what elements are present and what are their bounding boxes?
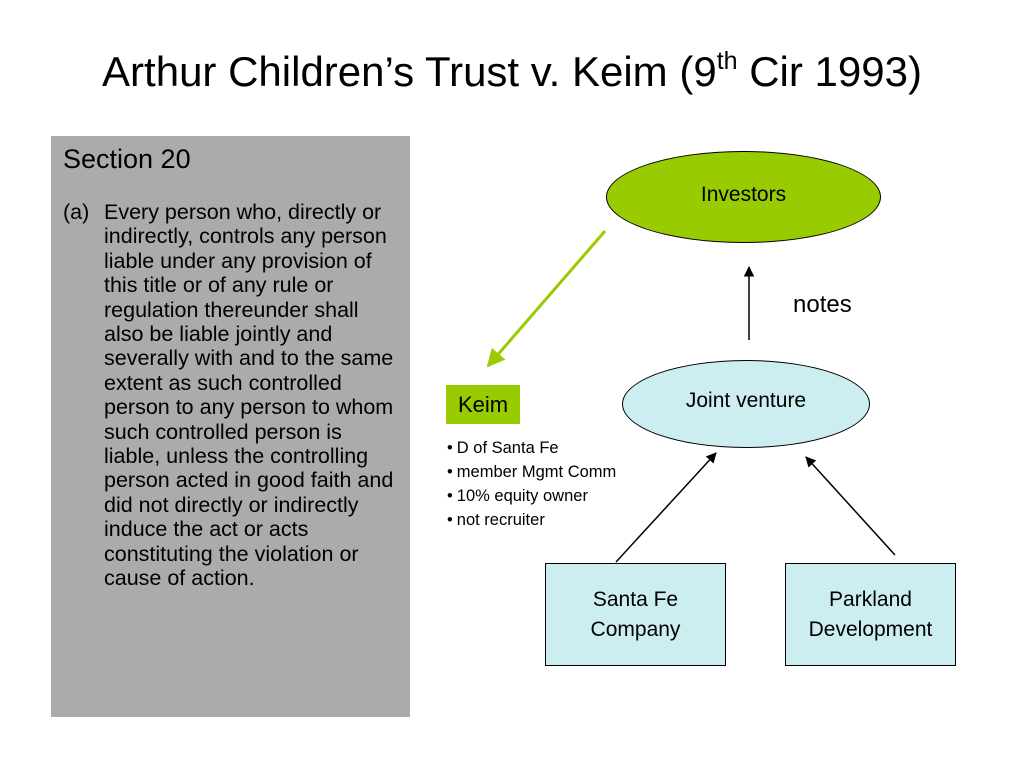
section-heading: Section 20 [63,144,191,174]
clause-text: Every person who, directly or indirectly… [104,200,394,591]
keim-fact: member Mgmt Comm [447,460,617,484]
title-superscript: th [716,47,738,75]
keim-facts-list: D of Santa Fe member Mgmt Comm 10% equit… [447,436,617,532]
joint-venture-label: Joint venture [685,389,807,412]
slide-title: Arthur Children’s Trust v. Keim (9th Cir… [0,44,1024,100]
keim-fact: D of Santa Fe [447,436,616,460]
joint-venture-node: Joint venture [622,360,870,448]
investors-node: Investors [606,151,881,243]
keim-fact: not recruiter [447,508,616,532]
arrow-parkland-to-jv [805,456,896,556]
investors-label: Investors [700,183,787,206]
title-tail: Cir 1993) [737,48,922,95]
parkland-node: Parkland Development [785,563,956,666]
parkland-label: Parkland Development [808,587,933,641]
keim-label: Keim [457,391,509,417]
keim-box: Keim [446,385,520,424]
clause-a: (a) Every person who, directly or indire… [63,200,400,591]
clause-marker: (a) [63,200,90,224]
santa-fe-node: Santa Fe Company [545,563,726,666]
arrow-santafe-to-jv [615,452,717,563]
keim-fact: 10% equity owner [447,484,616,508]
santa-fe-label: Santa Fe Company [590,587,681,641]
statute-panel: Section 20 (a) Every person who, directl… [51,136,410,717]
notes-label: notes [793,291,852,318]
arrow-investors-to-keim [486,230,607,368]
title-main: Arthur Children’s Trust v. Keim (9 [102,48,717,95]
